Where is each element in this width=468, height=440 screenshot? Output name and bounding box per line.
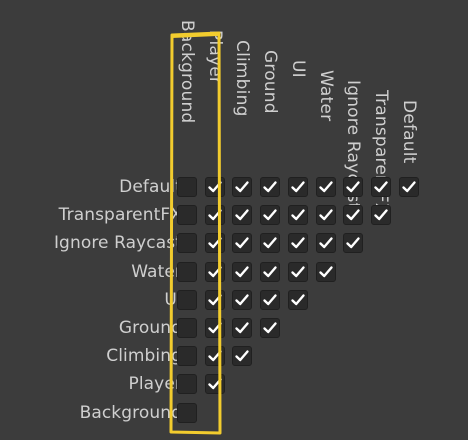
checkmark-icon [207,294,222,305]
column-label-water: Water [315,70,336,122]
collision-checkbox-ignore-raycast-background[interactable] [177,233,197,254]
checkmark-icon [291,294,305,305]
collision-checkbox-water-water[interactable] [315,261,336,282]
collision-checkbox-default-ui[interactable] [287,177,308,197]
checkmark-icon [207,181,222,193]
collision-checkbox-transparentfx-background[interactable] [177,205,197,226]
collision-checkbox-default-transparentfx[interactable] [370,177,391,197]
row-label-ground: Ground [118,318,182,338]
row-label-transparentfx: TransparentFX [58,205,182,226]
collision-checkbox-default-ignore-raycast[interactable] [343,177,364,197]
column-label-ui: UI [287,60,308,78]
collision-checkbox-ui-player[interactable] [204,289,225,310]
checkmark-icon [235,181,250,193]
column-label-background: Background [177,20,197,124]
collision-checkbox-water-ground[interactable] [260,261,281,282]
collision-checkbox-transparentfx-ui[interactable] [287,205,308,226]
checkmark-icon [207,209,222,221]
collision-checkbox-default-background[interactable] [177,177,197,197]
row-label-background: Background [79,402,182,423]
column-label-player: Player [204,30,225,85]
checkmark-icon [318,237,333,249]
collision-checkbox-water-player[interactable] [204,261,225,282]
checkmark-icon [291,265,305,277]
collision-checkbox-ui-ground[interactable] [260,289,281,310]
checkmark-icon [263,265,277,277]
collision-checkbox-climbing-player[interactable] [204,346,225,367]
collision-checkbox-ignore-raycast-player[interactable] [204,233,225,254]
row-label-default: Default [119,177,182,197]
collision-checkbox-ignore-raycast-ui[interactable] [287,233,308,254]
collision-checkbox-default-ground[interactable] [260,177,281,197]
checkmark-icon [291,237,305,249]
collision-checkbox-ground-background[interactable] [177,318,197,338]
checkmark-icon [318,209,333,221]
checkmark-icon [318,181,333,193]
row-label-water: Water [131,261,182,282]
column-label-default: Default [398,100,419,164]
collision-checkbox-ui-ui[interactable] [287,289,308,310]
collision-checkbox-default-climbing[interactable] [232,177,253,197]
collision-checkbox-default-player[interactable] [204,177,225,197]
column-label-climbing: Climbing [232,40,253,117]
row-label-ignore-raycast: Ignore Raycast [53,233,182,254]
checkmark-icon [401,181,416,193]
collision-checkbox-ui-climbing[interactable] [232,289,253,310]
collision-checkbox-transparentfx-ignore-raycast[interactable] [343,205,364,226]
checkmark-icon [346,209,360,221]
collision-checkbox-background-background[interactable] [177,402,197,423]
collision-checkbox-ignore-raycast-water[interactable] [315,233,336,254]
collision-checkbox-ground-player[interactable] [204,318,225,338]
checkmark-icon [346,237,360,249]
row-label-player: Player [128,374,182,395]
collision-checkbox-player-player[interactable] [204,374,225,395]
column-label-ground: Ground [260,50,281,114]
checkmark-icon [318,265,333,277]
checkmark-icon [374,209,388,221]
checkmark-icon [263,209,277,221]
collision-checkbox-default-default[interactable] [398,177,419,197]
collision-checkbox-transparentfx-water[interactable] [315,205,336,226]
checkmark-icon [207,350,222,362]
collision-checkbox-ground-climbing[interactable] [232,318,253,338]
collision-checkbox-transparentfx-player[interactable] [204,205,225,226]
collision-checkbox-transparentfx-climbing[interactable] [232,205,253,226]
checkmark-icon [291,181,305,193]
checkmark-icon [235,322,250,334]
checkmark-icon [235,350,250,362]
collision-checkbox-ignore-raycast-ground[interactable] [260,233,281,254]
row-label-climbing: Climbing [106,346,182,367]
checkmark-icon [263,294,277,305]
collision-checkbox-ui-background[interactable] [177,289,197,310]
checkmark-icon [207,237,222,249]
checkmark-icon [235,265,250,277]
checkmark-icon [263,237,277,249]
checkmark-icon [374,181,388,193]
collision-checkbox-climbing-climbing[interactable] [232,346,253,367]
checkmark-icon [263,322,277,334]
collision-checkbox-transparentfx-ground[interactable] [260,205,281,226]
collision-checkbox-player-background[interactable] [177,374,197,395]
checkmark-icon [207,378,222,390]
collision-checkbox-default-water[interactable] [315,177,336,197]
checkmark-icon [346,181,360,193]
collision-checkbox-water-climbing[interactable] [232,261,253,282]
collision-checkbox-transparentfx-transparentfx[interactable] [370,205,391,226]
checkmark-icon [207,322,222,334]
checkmark-icon [235,294,250,305]
checkmark-icon [263,181,277,193]
collision-checkbox-ignore-raycast-climbing[interactable] [232,233,253,254]
checkmark-icon [235,209,250,221]
row-label-ui: UI [164,289,182,310]
checkmark-icon [235,237,250,249]
checkmark-icon [291,209,305,221]
collision-checkbox-water-ui[interactable] [287,261,308,282]
collision-checkbox-ground-ground[interactable] [260,318,281,338]
collision-checkbox-ignore-raycast-ignore-raycast[interactable] [343,233,364,254]
collision-checkbox-water-background[interactable] [177,261,197,282]
checkmark-icon [207,265,222,277]
collision-checkbox-climbing-background[interactable] [177,346,197,367]
